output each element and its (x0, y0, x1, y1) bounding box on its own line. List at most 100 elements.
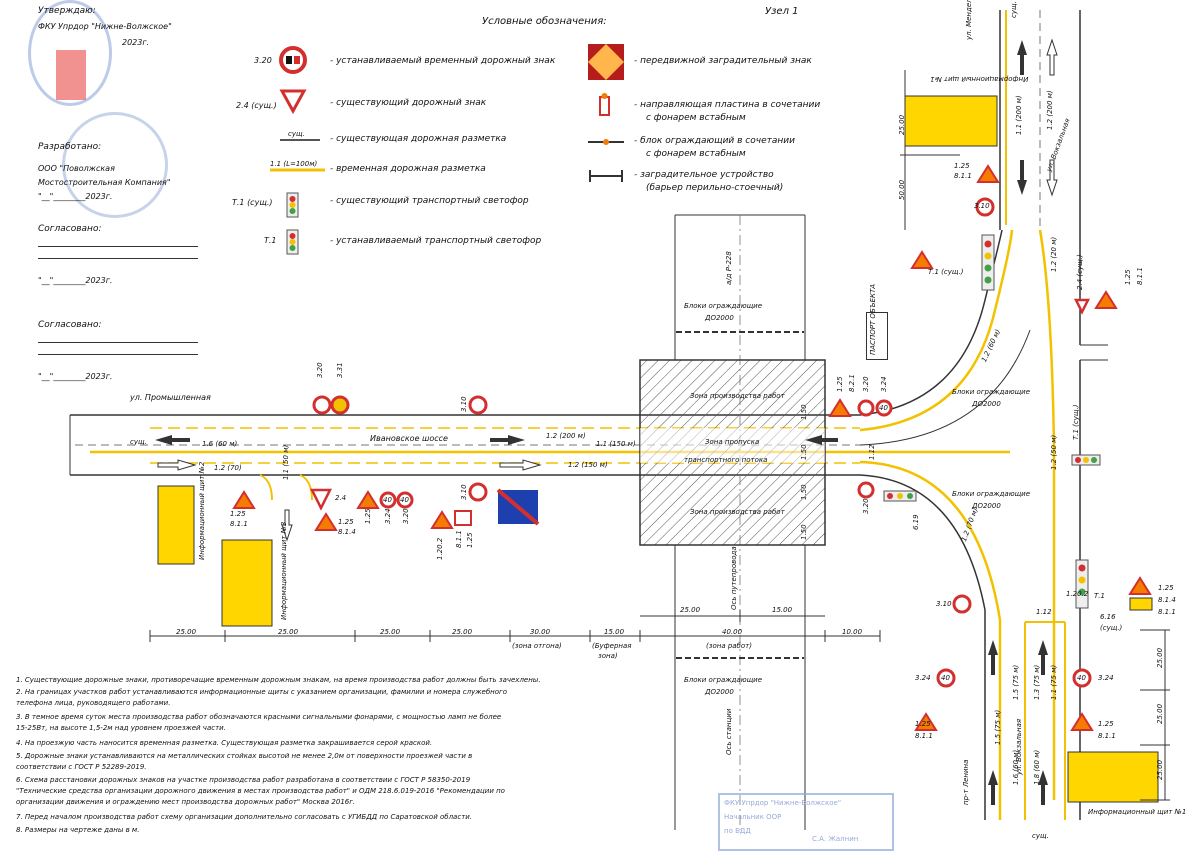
note-line: 5. Дорожные знаки устанавливаются на мет… (16, 752, 473, 760)
road-r228: а/д Р-228 (725, 251, 733, 285)
vertical-arrows-outline (281, 38, 1058, 542)
sign-number: 40 (879, 404, 888, 412)
marking-label: 1.1 (150 м) (596, 440, 636, 448)
note-line: 1. Существующие дорожные знаки, противор… (16, 676, 541, 684)
stamp-line-4: С.А. Жалнин (812, 835, 859, 843)
sign-code: 8.1.1 (1158, 608, 1176, 616)
sign-code: 8.1.1 (954, 172, 972, 180)
sign-code: (сущ.) (1100, 624, 1123, 632)
sign-code: 3.24 (384, 508, 392, 524)
agreed-label-1: Согласовано: (38, 224, 102, 234)
sign-cluster-overpass (828, 398, 917, 502)
sign-code: 8.1.1 (1098, 732, 1116, 740)
zone-traffic: транспортного потока (684, 456, 768, 464)
marking-label: 1.5 (75 м) (1012, 664, 1020, 700)
sign-cluster-north (904, 95, 1118, 466)
street-pr-lenina: пр-т Ленина (962, 759, 970, 805)
sign-code: 8.2.1 (848, 374, 856, 392)
blocks-top-label: Блоки ограждающие (684, 302, 763, 310)
marking-label: сущ. (1010, 1, 1018, 18)
dimension-label: 50.00 (898, 179, 906, 200)
dimension-label: 25.00 (1156, 647, 1164, 668)
dimension-label: 40.00 (722, 628, 743, 636)
info-shield-1-label-top: Информационный щит №1 (930, 75, 1029, 83)
marking-label: сущ. (1032, 832, 1049, 840)
legend-title: Условные обозначения: (482, 16, 607, 27)
sign-code: 1.25 (466, 532, 474, 548)
sign-code: 1.25 (1098, 720, 1114, 728)
sign-code: 3.24 (880, 376, 888, 392)
sign-code: 3.10 (974, 202, 990, 210)
stop-station: Ось станции (725, 708, 733, 755)
signature-line (38, 246, 198, 247)
developer-org-line2: Мостостроительная Компания" (38, 178, 171, 187)
stamp-developer (62, 112, 168, 218)
legend-symbol-temp-light (286, 229, 299, 255)
dimension-label: 25.00 (1156, 703, 1164, 724)
sign-code: 8.1.1 (1136, 267, 1144, 285)
sign-code: 3.24 (915, 674, 931, 682)
info-shield-2-label: Информационный щит №2 (198, 461, 206, 560)
dimension-line-bottom (149, 610, 881, 642)
dimension-label: 15.00 (772, 606, 793, 614)
legend-text-4: - временная дорожная разметка (330, 164, 486, 174)
note-line: телефона лица, руководящего работами. (16, 699, 171, 707)
pass-zone (640, 428, 825, 463)
legend-symbol-railing (589, 170, 623, 182)
note-line: 4. На проезжую часть наносится временная… (16, 739, 433, 747)
marking-label: 1.1 (75 м) (1050, 664, 1058, 700)
legend-text-3: - существующая дорожная разметка (330, 134, 507, 144)
legend-right-3: - блок ограждающий в сочетании (634, 136, 795, 146)
passport-panel: ПАСПОРТ ОБЪЕКТА (866, 284, 888, 360)
dimension-label: 1.50 (800, 404, 808, 420)
dimension-label: 25.00 (452, 628, 473, 636)
sign-code: 6.19 (912, 514, 920, 530)
vertical-arrows (988, 40, 1048, 805)
note-line: "Технические средства организации дорожн… (16, 787, 505, 795)
stamp-approval (28, 0, 112, 106)
info-shield-3-label: Информационный щит №3 (280, 521, 288, 620)
sign-cluster-left (232, 395, 540, 531)
dimension-label: 25.00 (898, 114, 906, 135)
legend-text-1: - устанавливаемый временный дорожный зна… (330, 56, 556, 66)
marking-label: сущ. (130, 438, 147, 446)
dimension-label: 25.00 (680, 606, 701, 614)
sign-code: 8.1.1 (455, 530, 463, 548)
dimension-label: 25.00 (1156, 759, 1164, 780)
marking-label: 1.2 (50 м) (1050, 434, 1058, 470)
zone-work-top: Зона производства работ (690, 392, 785, 400)
legend-right-4: - заградительное устройство (634, 170, 774, 180)
legend-code-4: 1.1 (L=100м) (270, 160, 318, 168)
note-line: 15-25Вт, на высоте 1,5-2м над уровнем пр… (16, 724, 226, 732)
sign-code: 3.20 (402, 508, 410, 524)
marking-label: 1.12 (868, 444, 876, 460)
sign-number: 40 (383, 496, 392, 504)
legend-right-2b: с фонарем встабным (646, 113, 746, 123)
blocks-bottom-label: Блоки ограждающие (684, 676, 763, 684)
developer-year: "__"________2023г. (38, 192, 113, 201)
note-line: соответствии с ГОСТ Р 52289-2019. (16, 763, 147, 771)
legend-code-3: сущ. (288, 130, 305, 138)
legend-code-5: Т.1 (сущ.) (232, 198, 273, 207)
sign-code: 1.25 (915, 720, 931, 728)
dimension-label: 25.00 (278, 628, 299, 636)
legend-code-2: 2.4 (сущ.) (236, 101, 277, 110)
blocks-right2-type: ДО2000 (972, 502, 1001, 510)
blocks-top-type: ДО2000 (705, 314, 734, 322)
marking-label: 1.12 (1036, 608, 1052, 616)
zone-work-bottom: Зона производства работ (690, 508, 785, 516)
note-line: организации движения и ограждению мест п… (16, 798, 356, 806)
legend-code-1: 3.20 (254, 56, 272, 65)
sign-code: 1.25 (338, 518, 354, 526)
agreed-label-2: Согласовано: (38, 320, 102, 330)
street-industrial: ул. Промышленная (130, 393, 211, 402)
dimension-label: 1.50 (800, 444, 808, 460)
approved-year: 2023г. (122, 38, 150, 47)
legend-text-2: - существующий дорожный знак (330, 98, 487, 108)
legend-symbol-barrier-block (588, 139, 624, 145)
sign-code: 1.25 (954, 162, 970, 170)
legend-right-4b: (барьер перильно-стоечный) (646, 183, 784, 193)
sign-code: 1.20.2 (1066, 590, 1089, 598)
legend-symbol-guide-plate (599, 93, 610, 116)
stamp-red-mark (56, 50, 86, 100)
